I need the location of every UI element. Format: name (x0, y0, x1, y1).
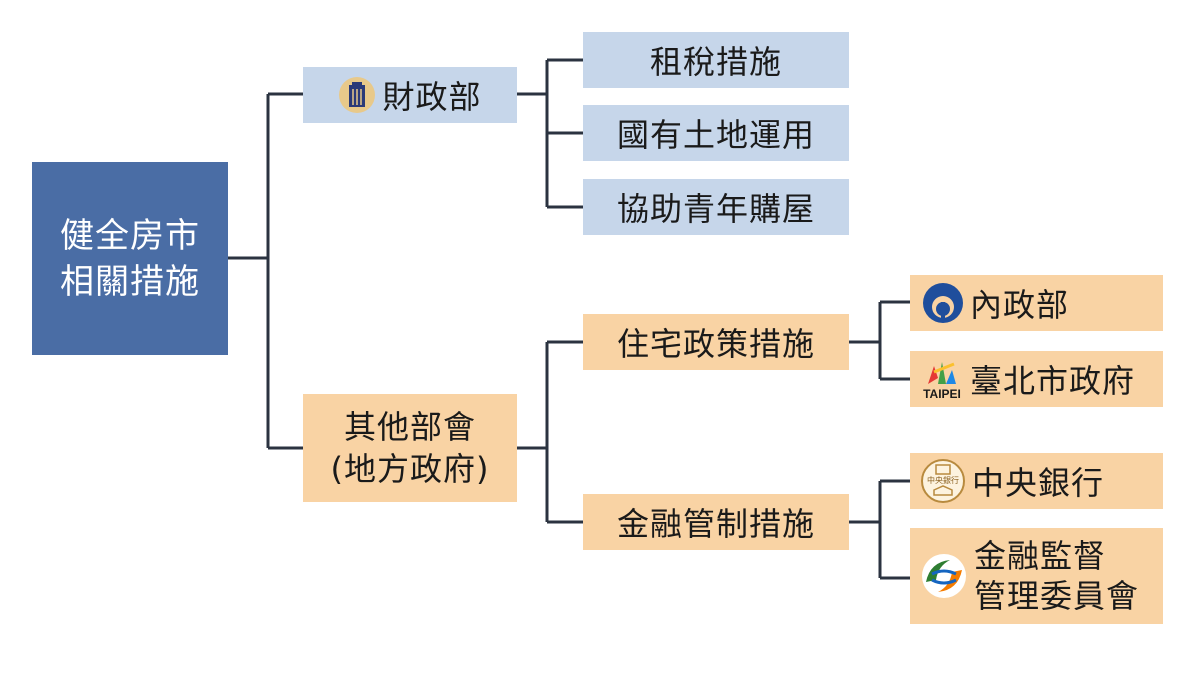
housing-policy-node: 住宅政策措施 (583, 314, 849, 370)
housing-policy-label: 住宅政策措施 (616, 325, 815, 363)
taipei-city-icon: TAIPEI (920, 358, 964, 400)
root-node: 健全房市 相關措施 (32, 162, 228, 355)
central-bank-logo-text: 中央銀行 (927, 476, 959, 485)
ministry-of-finance-icon (338, 76, 376, 114)
tax-measures-label: 租稅措施 (649, 43, 782, 81)
root-line1: 健全房市 (60, 215, 200, 256)
youth-housing-node: 協助青年購屋 (583, 179, 849, 235)
mof-node: 財政部 (303, 67, 517, 123)
taipei-node: TAIPEI 臺北市政府 (910, 351, 1163, 407)
central-bank-icon: 中央銀行 (920, 458, 966, 504)
financial-control-label: 金融管制措施 (616, 505, 815, 543)
interior-label: 內政部 (970, 286, 1070, 324)
state-land-label: 國有土地運用 (616, 116, 815, 154)
central-bank-node: 中央銀行 中央銀行 (910, 453, 1163, 509)
other-agencies-line2: (地方政府) (330, 450, 490, 488)
financial-control-node: 金融管制措施 (583, 494, 849, 550)
fsc-node: 金融監督 管理委員會 (910, 528, 1163, 624)
state-land-node: 國有土地運用 (583, 105, 849, 161)
interior-node: 內政部 (910, 275, 1163, 331)
fsc-line2: 管理委員會 (974, 577, 1140, 615)
other-agencies-line1: 其他部會 (343, 408, 476, 446)
taipei-label: 臺北市政府 (970, 362, 1136, 400)
tax-measures-node: 租稅措施 (583, 32, 849, 88)
fsc-icon (920, 552, 968, 600)
other-agencies-node: 其他部會 (地方政府) (303, 394, 517, 502)
mof-label: 財政部 (382, 78, 482, 116)
root-line2: 相關措施 (60, 261, 200, 302)
taipei-logo-text: TAIPEI (923, 387, 961, 401)
central-bank-label: 中央銀行 (972, 464, 1105, 502)
ministry-of-interior-icon (922, 282, 964, 324)
youth-housing-label: 協助青年購屋 (616, 190, 815, 228)
fsc-line1: 金融監督 (974, 537, 1107, 575)
